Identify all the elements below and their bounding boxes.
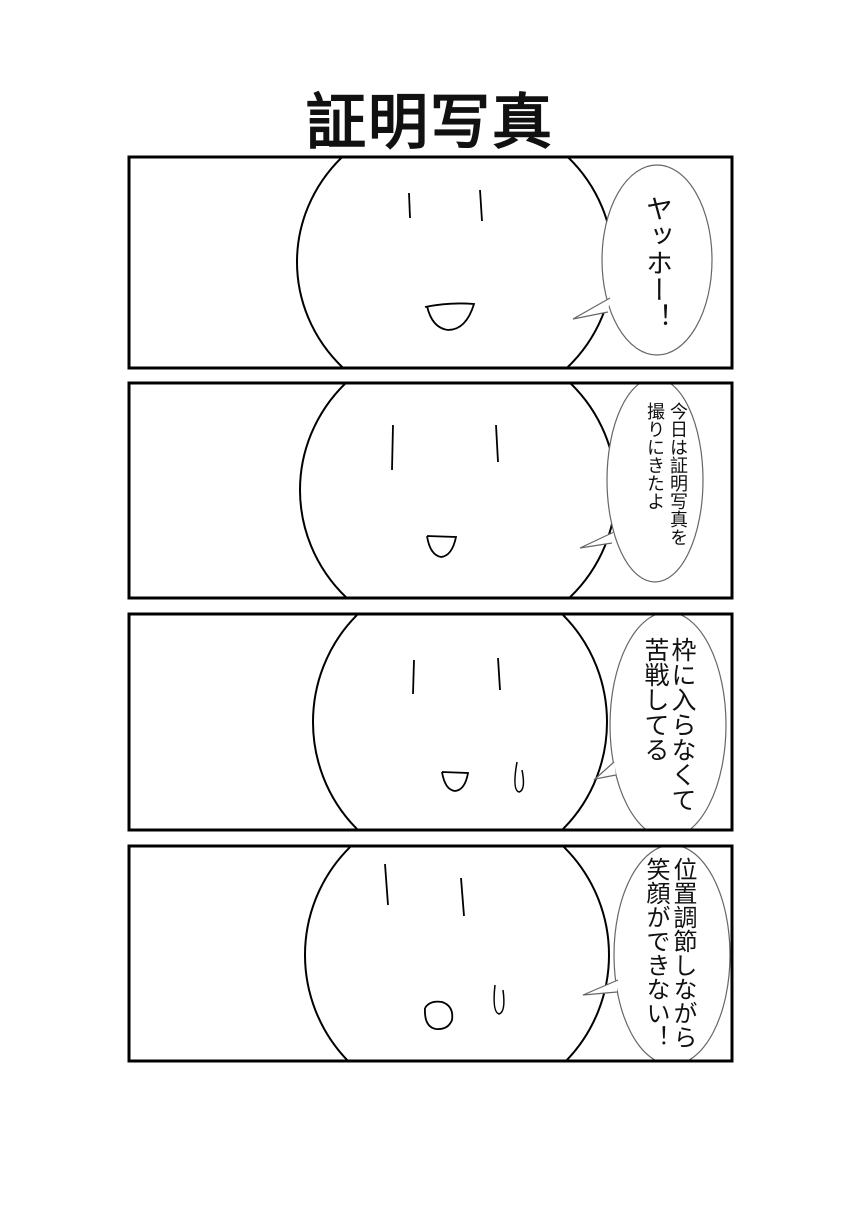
bubble-tail [582, 979, 619, 996]
speech-text-1: ヤッホー！ [641, 195, 672, 330]
speech-text-3a: 枠に入らなくて [668, 637, 697, 812]
speech-bubble [609, 614, 727, 830]
speech-text-4a: 位置調節しながら [669, 857, 697, 1049]
eye-left [391, 424, 394, 471]
panel-1-border [127, 155, 734, 370]
speech-bubble [606, 383, 704, 583]
eye-right [479, 189, 483, 222]
mouth [424, 302, 476, 331]
speech-bubble [601, 164, 713, 356]
eye-left [384, 863, 389, 906]
panel-4-border [127, 844, 734, 1063]
face [304, 846, 610, 1061]
comic-title: 証明写真 [306, 88, 554, 158]
eye-right [460, 877, 465, 917]
speech-bubble [613, 846, 731, 1061]
eye-left [408, 192, 411, 219]
panel-4 [304, 846, 731, 1061]
bubble-tail [592, 761, 617, 780]
bubble-tail [579, 531, 615, 549]
mouth-open [424, 1000, 454, 1030]
sweat-drop [493, 984, 505, 1015]
eye-right [497, 657, 501, 691]
panel-3 [312, 614, 727, 830]
face [312, 614, 608, 830]
eye-right [495, 424, 499, 463]
speech-text-2b: 撮りにきたよ [644, 402, 665, 510]
mouth [441, 771, 470, 792]
mouth [426, 535, 458, 558]
speech-text-4b: 笑顔ができない！ [642, 857, 670, 1049]
panel-2-border [127, 381, 734, 600]
panel-3-border [127, 612, 734, 832]
sweat-drop [514, 761, 525, 793]
speech-text-3b: 苦戦してる [641, 637, 670, 762]
bubble-tail [572, 297, 611, 320]
panel-1 [296, 157, 713, 368]
panel-2 [299, 383, 704, 598]
speech-text-2a: 今日は証明写真を [667, 402, 688, 546]
eye-left [412, 659, 415, 695]
